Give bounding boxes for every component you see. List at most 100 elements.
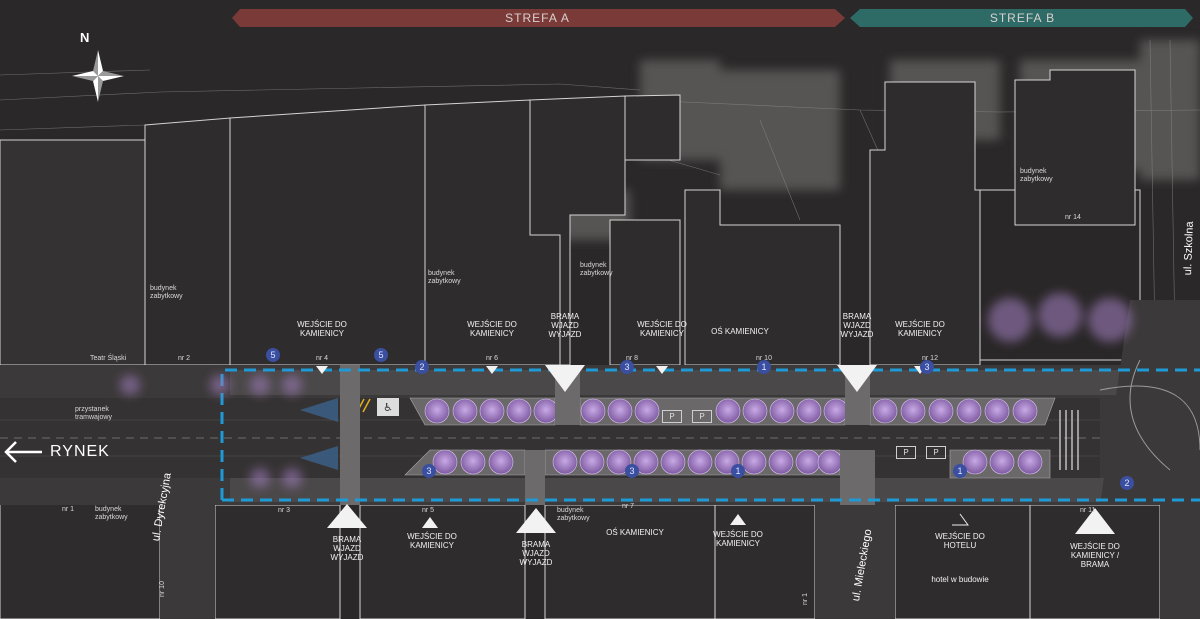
plot-nr5: nr 5	[422, 507, 435, 514]
gate-label-4: BRAMA WJAZD WYJAZD	[519, 540, 553, 567]
tree-icon	[900, 398, 926, 424]
tree-icon	[488, 449, 514, 475]
plot-nr1-mid: nr 1	[802, 592, 810, 606]
tree-icon	[984, 398, 1010, 424]
zone-b-label: STREFA B	[989, 11, 1056, 25]
tree-icon	[506, 398, 532, 424]
tree-icon	[928, 398, 954, 424]
zone-a-banner	[232, 9, 845, 27]
zone-a-label: STREFA A	[505, 11, 570, 25]
entrance-label-nr6: WEJŚCIE DO KAMIENICY	[467, 320, 517, 338]
tree-icon	[533, 398, 559, 424]
tree-icon	[989, 449, 1015, 475]
tree-icon	[479, 398, 505, 424]
plot-nr12: nr 12	[922, 355, 938, 362]
blossom-trees	[120, 293, 1132, 488]
gate-label-2: BRAMA WJAZD WYJAZD	[840, 312, 874, 339]
hotel-under-construction-label: hotel w budowie	[931, 575, 989, 584]
entrance-label-nr12: WEJŚCIE DO KAMIENICY	[895, 320, 945, 338]
heritage-label-3: budynek zabytkowy	[580, 262, 613, 277]
marker-1-south-1: 1	[731, 464, 745, 478]
marker-1-north: 1	[757, 360, 771, 374]
marker-2-north: 2	[415, 360, 429, 374]
parking-spot: P	[926, 446, 946, 459]
tree-icon	[823, 398, 849, 424]
north-buildings	[0, 69, 1141, 366]
entrance-triangles-south	[327, 504, 1115, 534]
tree-icon	[452, 398, 478, 424]
project-boundary	[220, 368, 1200, 502]
tree-icon	[1012, 398, 1038, 424]
north-label: N	[80, 30, 90, 45]
tree-icon	[715, 398, 741, 424]
heritage-label-4: budynek zabytkowy	[1020, 168, 1053, 183]
gate-label-1: BRAMA WJAZD WYJAZD	[548, 312, 582, 339]
svg-text:♿: ♿	[383, 401, 393, 414]
marker-5-a: 5	[266, 348, 280, 362]
parking-spot: P	[662, 410, 682, 423]
entrance-gate-label-nr11: WEJŚCIE DO KAMIENICY / BRAMA	[1070, 542, 1120, 569]
plot-nr7: nr 7	[622, 503, 635, 510]
compass-rose	[72, 50, 124, 102]
tree-icon	[607, 398, 633, 424]
tree-icon	[741, 449, 767, 475]
tree-icon	[817, 449, 843, 475]
tree-icon	[769, 398, 795, 424]
zone-b-banner	[850, 9, 1193, 27]
rynek-arrow	[4, 441, 42, 463]
street-szkolna: ul. Szkolna	[1182, 221, 1196, 276]
marker-3-north-1: 3	[620, 360, 634, 374]
accessible-parking-icon: ♿	[377, 398, 399, 416]
tram-stop-label: przystanek tramwajowy	[75, 406, 112, 421]
building-axis-label: OŚ KAMIENICY	[711, 327, 769, 336]
plot-nr1-left: nr 1	[62, 506, 75, 513]
plot-nr11: nr 11	[1080, 507, 1096, 514]
tree-icon	[424, 398, 450, 424]
plot-nr6: nr 6	[485, 355, 499, 362]
tree-icon	[552, 449, 578, 475]
tree-icon	[580, 398, 606, 424]
marker-5-b: 5	[374, 348, 388, 362]
tree-icon	[432, 449, 458, 475]
plot-nr3: nr 3	[278, 507, 291, 514]
marker-3-south-1: 3	[422, 464, 436, 478]
tree-icon	[956, 398, 982, 424]
tree-icon	[796, 398, 822, 424]
tree-icon	[795, 449, 821, 475]
plot-nr10-side: nr 10	[158, 581, 166, 597]
parking-spot: P	[896, 446, 916, 459]
tree-icon	[634, 398, 660, 424]
teatr-slaski-label: Teatr Śląski	[90, 355, 127, 362]
plot-nr8: nr 8	[625, 355, 639, 362]
gate-label-3: BRAMA WJAZD WYJAZD	[330, 535, 364, 562]
entrance-label-nr8: WEJŚCIE DO KAMIENICY	[637, 320, 687, 338]
heritage-label-a: budynek zabytkowy	[95, 506, 128, 521]
tree-icon	[742, 398, 768, 424]
plot-nr10: nr 10	[756, 355, 772, 362]
plot-nr2: nr 2	[178, 355, 191, 362]
gateway-markers	[300, 398, 338, 470]
plot-nr4: nr 4	[315, 355, 329, 362]
building-axis-label-2: OŚ KAMIENICY	[606, 528, 664, 537]
marker-3-north-2: 3	[920, 360, 934, 374]
plot-nr14: nr 14	[1065, 214, 1081, 221]
tree-icon	[962, 449, 988, 475]
marker-2-south: 2	[1120, 476, 1134, 490]
entrance-label-nr7: WEJŚCIE DO KAMIENICY	[713, 530, 763, 548]
tree-icon	[579, 449, 605, 475]
tree-icon	[1017, 449, 1043, 475]
marker-1-south-2: 1	[953, 464, 967, 478]
tree-icon	[460, 449, 486, 475]
heritage-label-1: budynek zabytkowy	[150, 285, 183, 300]
entrance-label-nr5: WEJŚCIE DO KAMIENICY	[407, 532, 457, 550]
parking-spot: P	[692, 410, 712, 423]
hotel-entrance-label: WEJŚCIE DO HOTELU	[935, 532, 985, 550]
crosswalks	[1059, 410, 1079, 470]
entrance-label-nr4: WEJŚCIE DO KAMIENICY	[297, 320, 347, 338]
heritage-label-b: budynek zabytkowy	[557, 507, 590, 522]
tree-icon	[660, 449, 686, 475]
heritage-label-2: budynek zabytkowy	[428, 270, 461, 285]
tree-icon	[768, 449, 794, 475]
street-trees	[424, 398, 1043, 475]
